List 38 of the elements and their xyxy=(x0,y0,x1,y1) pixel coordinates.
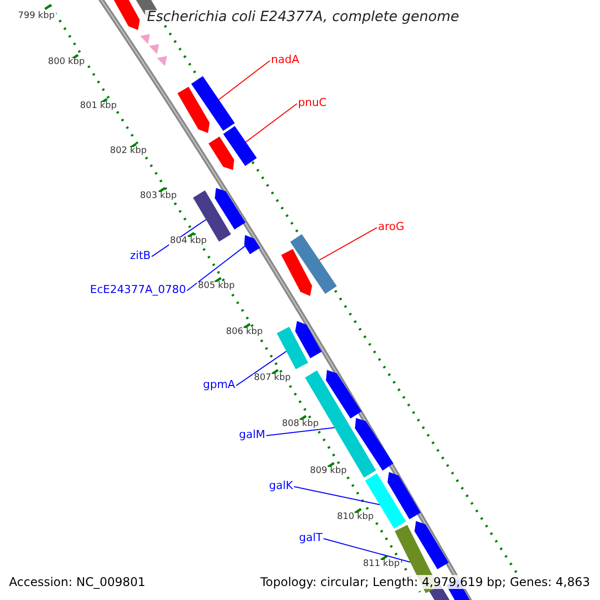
gene-label: nadA xyxy=(271,54,300,65)
leader-line xyxy=(266,427,335,436)
scale-label: 811 kbp xyxy=(362,560,401,569)
map-title: Escherichia coli E24377A, complete genome xyxy=(145,10,462,24)
gene-label: pnuC xyxy=(298,97,327,108)
gene-label: aroG xyxy=(378,221,404,232)
leader-line xyxy=(323,538,411,563)
gene-label: galM xyxy=(239,429,266,440)
leader-line xyxy=(236,350,287,386)
scale-label: 803 kbp xyxy=(139,192,178,201)
gene-feature xyxy=(290,234,337,294)
gene-label: galK xyxy=(269,480,293,491)
scale-label: 801 kbp xyxy=(79,102,118,111)
footer-text: Topology: circular; Length: 4,979,619 bp; Genes: 4,863 xyxy=(258,575,592,589)
scale-label: 810 kbp xyxy=(336,513,375,522)
leader-line xyxy=(245,103,298,142)
scale-label: 802 kbp xyxy=(109,147,148,156)
scale-label: 806 kbp xyxy=(225,328,264,337)
gene-feature xyxy=(244,235,260,254)
leader-line xyxy=(294,486,380,506)
scale-label: 809 kbp xyxy=(309,467,348,476)
scale-label: 804 kbp xyxy=(169,237,208,246)
gene-feature xyxy=(276,326,308,370)
gene-label: galT xyxy=(299,532,322,543)
gene-feature xyxy=(223,126,257,166)
scale-label: 807 kbp xyxy=(253,374,292,383)
scale-label: 799 kbp xyxy=(17,12,56,21)
scale-label: 800 kbp xyxy=(47,58,86,67)
footer-text: Accession: NC_009801 xyxy=(7,575,148,589)
leader-line xyxy=(186,246,246,292)
scale-label: 808 kbp xyxy=(281,420,320,429)
gene-feature xyxy=(191,76,235,131)
gene-label: gpmA xyxy=(203,379,236,390)
leader-line xyxy=(218,60,270,100)
gene-label: EcE24377A_0780 xyxy=(90,284,186,295)
scale-label: 805 kbp xyxy=(197,282,236,291)
leader-line xyxy=(318,227,378,261)
gene-label: zitB xyxy=(130,250,151,261)
